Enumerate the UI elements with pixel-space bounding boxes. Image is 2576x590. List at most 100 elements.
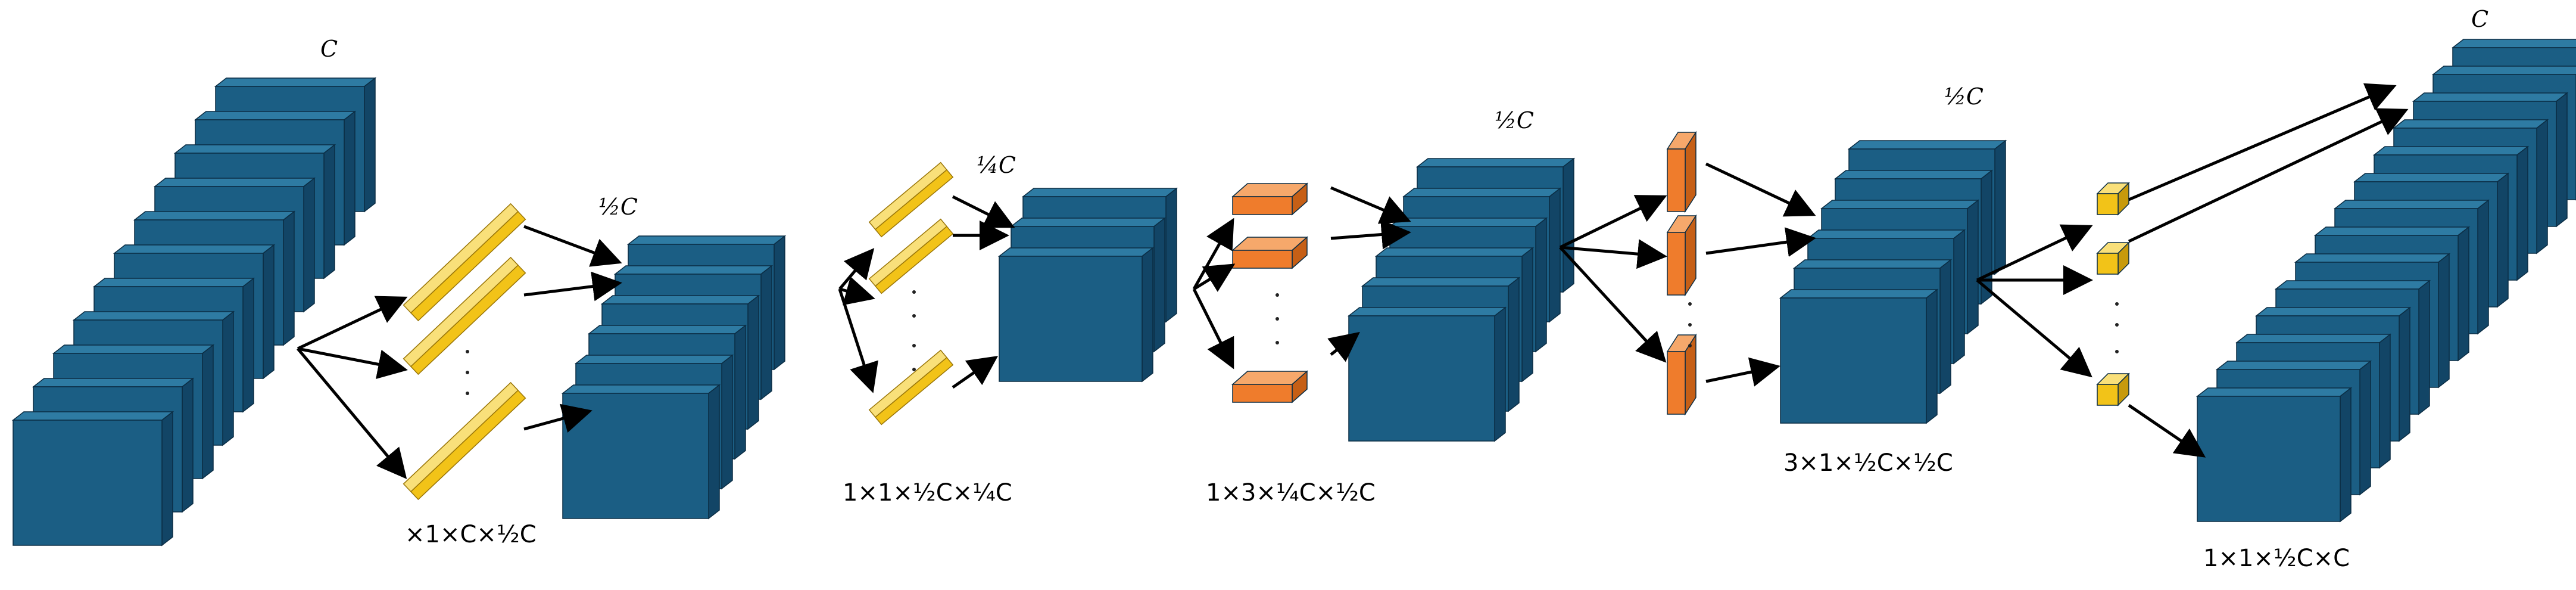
cuboid-top <box>173 144 336 154</box>
cuboid-side <box>760 265 772 400</box>
cuboid-side <box>2399 306 2410 442</box>
cuboid-top <box>613 265 774 275</box>
cuboid-top <box>1779 289 1939 299</box>
cuboid-front <box>999 256 1143 382</box>
feature-map <box>2195 387 2353 523</box>
cuboid-top <box>1347 307 1507 316</box>
stack-after-conv2 <box>997 187 1178 383</box>
cuboid-side <box>242 277 254 413</box>
bar-front <box>410 264 526 375</box>
cuboid-front <box>1232 384 1293 403</box>
cuboid-side <box>2458 226 2469 362</box>
cuboid-side <box>1153 217 1165 353</box>
cuboid-top <box>2353 173 2510 182</box>
cuboid-top <box>1021 188 1178 197</box>
cuboid-front <box>1232 250 1293 269</box>
arrow-1 <box>297 296 408 350</box>
cuboid-top <box>2431 66 2576 75</box>
kernel-orange-v1 <box>1666 131 1697 213</box>
kernel-orange-v3 <box>1666 333 1697 416</box>
arrow-8 <box>839 277 875 306</box>
cuboid-top <box>2412 92 2569 102</box>
convolution-kernels <box>403 131 2130 501</box>
cuboid-top <box>1792 259 1953 269</box>
feature-map <box>1779 288 1939 424</box>
cuboid-top <box>113 244 276 254</box>
cuboid-top <box>561 384 721 394</box>
cuboid-side <box>1939 259 1951 395</box>
bar-body <box>868 349 954 426</box>
cuboid-side <box>2516 145 2528 281</box>
cuboid-side <box>747 294 759 430</box>
cuboid-side <box>202 344 214 480</box>
arrow-2 <box>297 347 408 379</box>
cuboid-top <box>1415 158 1576 167</box>
channel-label-half-c-1: ½C <box>598 194 638 220</box>
cuboid-side <box>2477 199 2489 335</box>
kernel-label-5: 1×1×½C×C <box>2203 545 2350 572</box>
cuboid-front <box>2197 396 2341 522</box>
arrow-19 <box>1559 195 1667 249</box>
kernel-orange-v2 <box>1666 214 1697 297</box>
bar-front <box>874 356 954 426</box>
cuboid-top <box>2215 361 2372 370</box>
cuboid-top <box>587 325 747 334</box>
arrows <box>297 83 2409 479</box>
stack-after-conv1 <box>561 235 787 520</box>
cuboid-top <box>574 355 734 364</box>
arrow-7 <box>838 248 875 290</box>
bar-top <box>403 381 519 493</box>
bar-front <box>410 389 526 501</box>
arrow-28 <box>2128 83 2397 201</box>
arrow-15 <box>1192 288 1234 369</box>
arrow-30 <box>2128 403 2206 458</box>
cuboid-side <box>2497 172 2509 308</box>
stack-after-conv4 <box>1779 139 2007 424</box>
feature-map <box>561 384 721 520</box>
feature-map-stacks <box>11 39 2576 546</box>
cuboid-side <box>1953 229 1965 365</box>
cuboid-front <box>2097 253 2119 275</box>
kernel-bar-2a <box>868 162 954 238</box>
arrow-10 <box>952 195 1015 228</box>
cuboid-front <box>1780 297 1927 424</box>
channel-label-c-left: C <box>320 36 338 62</box>
bar-front <box>874 169 954 238</box>
cuboid-side <box>283 210 295 346</box>
cuboid-top <box>153 178 316 187</box>
bar-top <box>868 162 948 231</box>
cuboid-side <box>364 77 376 213</box>
cuboid-front <box>1667 232 1686 296</box>
channel-label-half-c-3: ½C <box>1944 83 1984 110</box>
cuboid-side <box>1535 217 1547 353</box>
cuboid-top <box>214 77 377 87</box>
cuboid-side <box>2536 119 2548 254</box>
bar-body <box>868 218 954 294</box>
cuboid-top <box>92 278 255 287</box>
kernel-small-3 <box>2096 372 2130 406</box>
arrow-23 <box>1705 227 1816 257</box>
cuboid-top <box>2274 280 2431 290</box>
cuboid-top <box>1388 218 1548 227</box>
cuboid-side <box>2418 280 2430 415</box>
bar-body <box>403 381 526 501</box>
cuboid-side <box>1165 187 1177 323</box>
arrow-16 <box>1330 186 1411 224</box>
cuboid-side <box>2340 387 2352 523</box>
feature-map <box>997 247 1155 383</box>
cuboid-top <box>1361 277 1521 287</box>
arrow-17 <box>1330 219 1411 250</box>
cuboid-top <box>1374 247 1535 257</box>
cuboid-side <box>222 310 234 446</box>
stack-after-conv3 <box>1347 157 1576 442</box>
channel-label-half-c-2: ½C <box>1495 107 1534 133</box>
arrow-22 <box>1705 162 1816 217</box>
cuboid-side <box>721 354 733 490</box>
arrow-13 <box>1192 218 1234 290</box>
kernel-orange-h3 <box>1231 370 1308 403</box>
kernel-bar-1b <box>403 256 526 375</box>
cuboid-side <box>1494 306 1506 442</box>
cuboid-top <box>2235 334 2392 343</box>
kernel-small-2 <box>2096 241 2130 275</box>
cuboid-top <box>2294 253 2451 263</box>
